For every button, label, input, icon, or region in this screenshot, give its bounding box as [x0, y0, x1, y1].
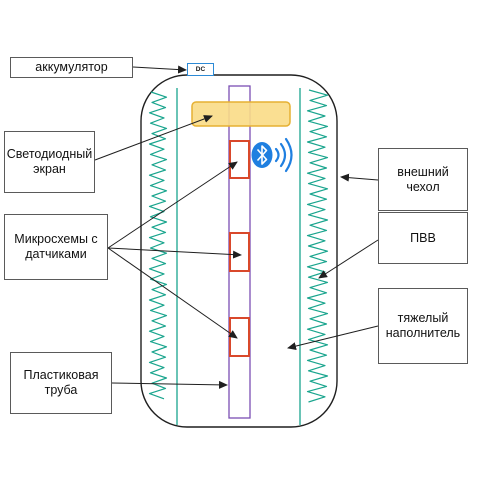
microchip-2: [229, 232, 250, 272]
microchip-1: [229, 140, 250, 179]
arrow-outer-cover: [340, 173, 379, 182]
bluetooth-icon: [251, 142, 273, 168]
pvv-squiggle-left: [148, 91, 168, 400]
label-led-screen: Светодиодный экран: [4, 131, 95, 193]
pvv-squiggle-right: [306, 89, 329, 403]
label-outer-cover: внешний чехол: [378, 148, 468, 211]
arrow-plastic-pipe: [111, 380, 228, 389]
led-screen: [191, 101, 291, 127]
dc-connector: DC: [187, 63, 214, 76]
microchip-3: [229, 317, 250, 357]
plastic-pipe: [228, 85, 251, 419]
arrow-heavy-filler: [287, 325, 379, 350]
arrow-chip-2: [107, 247, 242, 259]
arrow-battery: [132, 65, 187, 74]
arrow-chip-3: [107, 247, 238, 339]
arrow-chip-1: [107, 161, 238, 249]
label-heavy-filler: тяжелый наполнитель: [378, 288, 468, 364]
arrow-pvv: [318, 239, 379, 279]
signal-waves-icon: [274, 137, 293, 173]
arrow-led-screen: [94, 115, 213, 161]
label-battery: аккумулятор: [10, 57, 133, 78]
label-pvv: ПВВ: [378, 212, 468, 264]
outer-cover-body: [140, 74, 338, 428]
label-microchips: Микросхемы с датчиками: [4, 214, 108, 280]
label-plastic-pipe: Пластиковая труба: [10, 352, 112, 414]
